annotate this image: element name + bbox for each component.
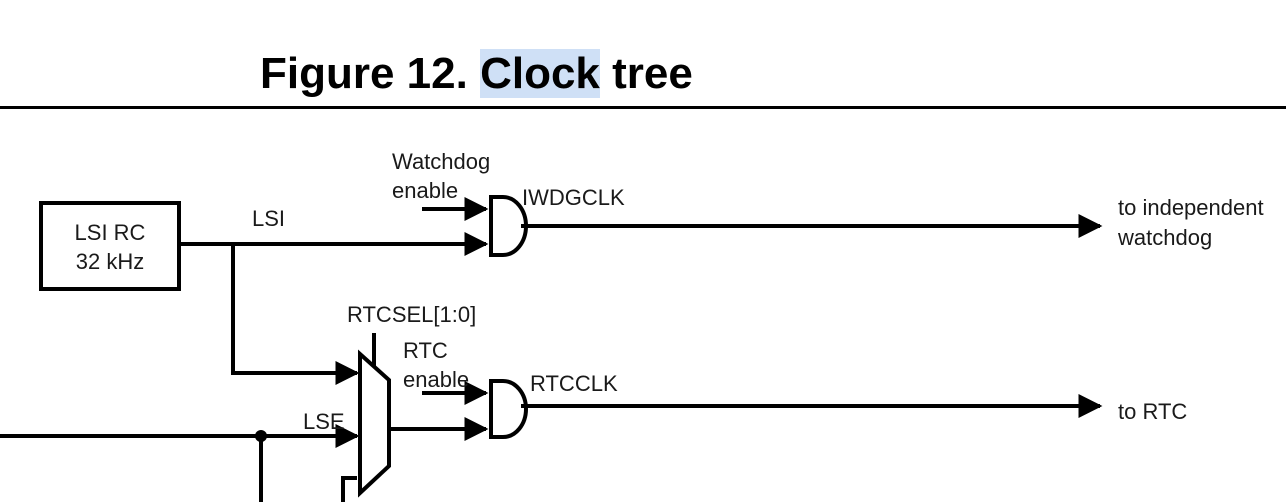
rtc-mux: [358, 349, 391, 498]
to-rtc-label: to RTC: [1118, 399, 1187, 424]
title-suffix: tree: [599, 49, 693, 98]
rtc-and-gate: [489, 379, 528, 439]
rtcclk-label: RTCCLK: [530, 371, 618, 396]
iwdg-and-gate: [489, 195, 528, 257]
rtcsel-label: RTCSEL[1:0]: [347, 302, 476, 327]
rtc-enable-label-2: enable: [403, 367, 469, 392]
lsi-to-mux-line: [231, 244, 360, 385]
watchdog-enable-label-1: Watchdog: [392, 149, 490, 174]
mux-third-input-line: [341, 476, 357, 502]
title-highlight: Clock: [480, 49, 600, 98]
title-rule: [0, 106, 1286, 109]
rtc-enable-label-1: RTC: [403, 338, 448, 363]
lsi-rc-oscillator-box: [39, 201, 181, 291]
to-watchdog-label-1: to independent: [1118, 195, 1264, 220]
iwdgclk-label: IWDGCLK: [522, 185, 625, 210]
lse-label: LSE: [303, 409, 345, 434]
figure-title: Figure 12. Clock tree: [260, 46, 693, 102]
lse-junction-dot: [255, 430, 267, 442]
lsi-label: LSI: [252, 206, 285, 231]
to-watchdog-label-2: watchdog: [1117, 225, 1212, 250]
osc-label-line2: 32 kHz: [76, 249, 144, 274]
title-prefix: Figure 12.: [260, 49, 481, 98]
osc-label-line1: LSI RC: [75, 220, 146, 245]
watchdog-enable-label-2: enable: [392, 178, 458, 203]
